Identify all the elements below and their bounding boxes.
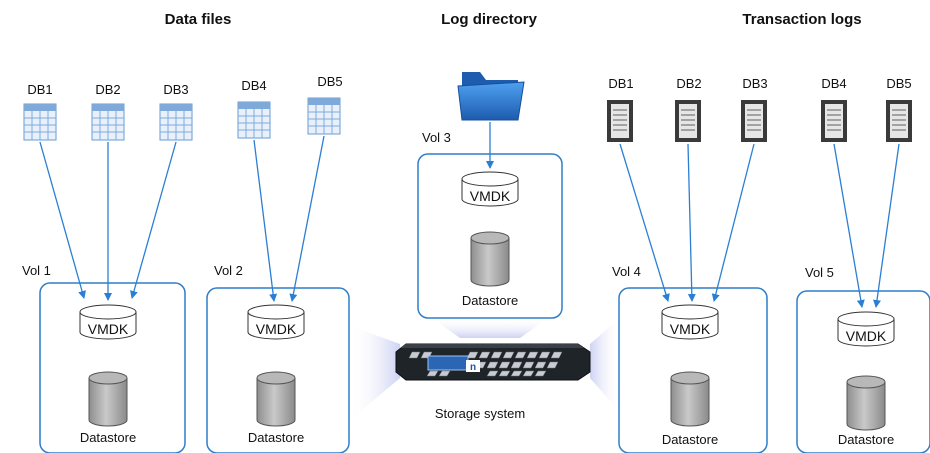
volume-5-box[interactable] — [796, 290, 930, 453]
volume-1-label: Vol 1 — [22, 263, 51, 278]
volume-2-label: Vol 2 — [214, 263, 243, 278]
arrow-db3-to-vol1 — [130, 141, 177, 299]
vmdk-label: VMDK — [470, 188, 511, 204]
vmdk-label: VMDK — [670, 321, 711, 337]
txn-log-db2-label: DB2 — [676, 76, 701, 91]
arrow-db1-to-vol1 — [39, 141, 86, 299]
table-icon — [91, 103, 125, 141]
arrow-db4-to-vol2 — [253, 139, 278, 302]
cylinder-icon — [670, 371, 710, 427]
volume-3-label: Vol 3 — [422, 130, 451, 145]
log-file-icon — [741, 100, 767, 142]
cylinder-icon — [846, 375, 886, 431]
header-log-directory: Log directory — [441, 11, 538, 28]
data-file-db4-label: DB4 — [241, 78, 266, 93]
cylinder-icon — [470, 231, 510, 287]
data-file-db3-label: DB3 — [163, 82, 188, 97]
volume-4-box[interactable] — [618, 287, 768, 453]
datastore-label: Datastore — [662, 432, 718, 447]
arrow-txn-db4-to-vol5 — [833, 143, 865, 308]
volume-1-box[interactable] — [39, 282, 186, 453]
beam-to-vol4 — [590, 318, 620, 412]
log-file-icon — [821, 100, 847, 142]
storage-beams — [350, 318, 620, 420]
virtual-disk-icon: VMDK — [79, 304, 137, 340]
header-data-files: Data files — [165, 11, 232, 28]
header-transaction-logs: Transaction logs — [742, 11, 861, 28]
arrow-txn-db3-to-vol4 — [711, 143, 755, 302]
cylinder-icon — [88, 371, 128, 427]
txn-log-db5-label: DB5 — [886, 76, 911, 91]
virtual-disk-icon: VMDK — [837, 311, 895, 347]
table-icon — [159, 103, 193, 141]
txn-log-db1-label: DB1 — [608, 76, 633, 91]
table-icon — [237, 101, 271, 139]
datastore-label: Datastore — [248, 430, 304, 445]
datastore-label: Datastore — [462, 293, 518, 308]
storage-system-label: Storage system — [435, 406, 525, 421]
folder-icon — [457, 72, 525, 121]
txn-log-db4-label: DB4 — [821, 76, 846, 91]
connection-arrows — [39, 122, 900, 308]
data-file-db2-label: DB2 — [95, 82, 120, 97]
arrow-db5-to-vol2 — [289, 135, 325, 302]
cylinder-icon — [256, 371, 296, 427]
svg-text:n: n — [470, 362, 476, 373]
vmdk-label: VMDK — [256, 321, 297, 337]
volume-4-label: Vol 4 — [612, 264, 641, 279]
beam-to-vol2 — [350, 326, 400, 420]
data-file-db5-label: DB5 — [317, 74, 342, 89]
virtual-disk-icon: VMDK — [661, 304, 719, 340]
arrow-txn-db5-to-vol5 — [873, 143, 900, 308]
storage-array-icon[interactable]: n — [395, 343, 591, 381]
volume-2-box[interactable] — [206, 287, 350, 453]
datastore-label: Datastore — [838, 432, 894, 447]
log-file-icon — [607, 100, 633, 142]
arrow-txn-db2-to-vol4 — [687, 143, 696, 302]
virtual-disk-icon: VMDK — [247, 304, 305, 340]
log-file-icon — [886, 100, 912, 142]
table-icon — [23, 103, 57, 141]
beam-to-vol3 — [432, 318, 548, 338]
vmdk-disks: VMDK VMDK VMDK VMDK VMDK — [79, 171, 895, 347]
vmdk-label: VMDK — [846, 328, 887, 344]
virtual-disk-icon: VMDK — [461, 171, 519, 207]
data-file-db1-label: DB1 — [27, 82, 52, 97]
arrow-txn-db1-to-vol4 — [619, 143, 670, 302]
txn-log-db3-label: DB3 — [742, 76, 767, 91]
vmdk-label: VMDK — [88, 321, 129, 337]
log-file-icon — [675, 100, 701, 142]
table-icon — [307, 97, 341, 135]
volume-5-label: Vol 5 — [805, 265, 834, 280]
datastore-label: Datastore — [80, 430, 136, 445]
